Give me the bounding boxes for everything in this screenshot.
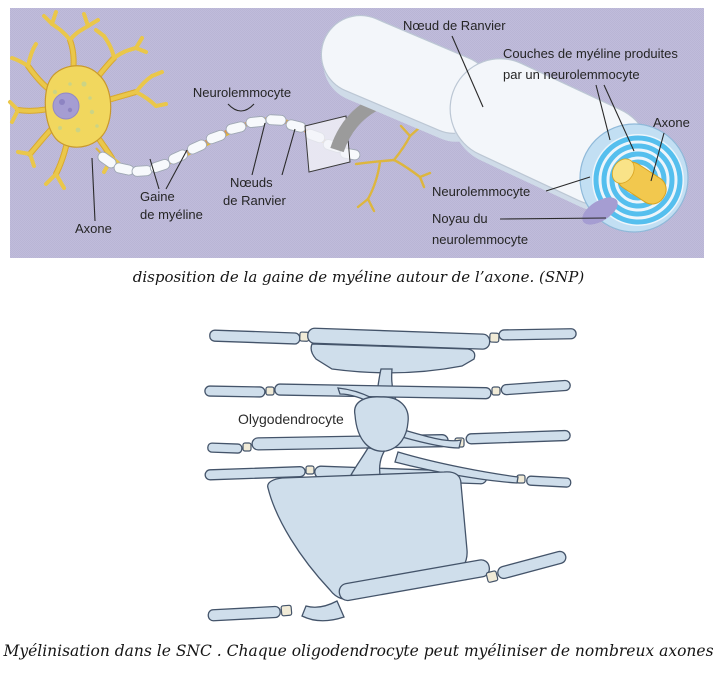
label-noeuds-line1: Nœuds	[230, 175, 273, 190]
myelin-cross-section	[579, 123, 689, 233]
figure2-caption: Myélinisation dans le SNC . Chaque oligo…	[3, 642, 714, 660]
process-to-row-d	[394, 451, 519, 484]
label-noyau-line2: neurolemmocyte	[432, 232, 528, 247]
snc-oligodendrocyte-figure: Olygodendrocyte	[204, 327, 577, 622]
label-gaine-line1: Gaine	[140, 189, 175, 204]
label-neurolemmocyte-right: Neurolemmocyte	[432, 184, 530, 199]
label-couches-line1: Couches de myéline produites	[503, 46, 678, 61]
label-couches-line2: par un neurolemmocyte	[503, 67, 640, 82]
neuron-cell-body	[8, 10, 168, 190]
label-gaine-line2: de myéline	[140, 207, 203, 222]
figure1-caption: disposition de la gaine de myéline autou…	[132, 268, 585, 286]
label-neurolemmocyte-top: Neurolemmocyte	[193, 85, 291, 100]
label-axone-left: Axone	[75, 221, 112, 236]
process-to-row-c	[401, 429, 462, 449]
label-axone-right: Axone	[653, 115, 690, 130]
brace	[227, 103, 255, 112]
snp-labels-left: Neurolemmocyte Gaine de myéline Nœuds de…	[75, 85, 296, 236]
axon-terminal-branches	[354, 124, 432, 213]
label-noyau-line1: Noyau du	[432, 211, 488, 226]
snp-myelin-figure: Neurolemmocyte Gaine de myéline Nœuds de…	[8, 8, 704, 258]
myelinated-axons	[204, 327, 577, 488]
neuron-nucleus	[52, 92, 80, 120]
snp-labels-right: Nœud de Ranvier Couches de myéline produ…	[403, 18, 690, 247]
bottom-axon	[207, 550, 567, 622]
cell-body	[354, 396, 409, 452]
label-noeud-de-ranvier: Nœud de Ranvier	[403, 18, 506, 33]
label-noeuds-line2: de Ranvier	[223, 193, 287, 208]
myelin-sheet	[267, 471, 491, 622]
sheet-bottom-curl	[301, 600, 345, 622]
myelin-flap-top	[310, 343, 476, 374]
oligodendrocyte-cell	[337, 387, 519, 484]
axon-core	[611, 158, 667, 205]
enlarged-neurolemmocyte-segments	[320, 14, 689, 233]
sheet-rolled-edge	[338, 559, 491, 602]
label-oligodendrocyte: Olygodendrocyte	[238, 411, 344, 427]
